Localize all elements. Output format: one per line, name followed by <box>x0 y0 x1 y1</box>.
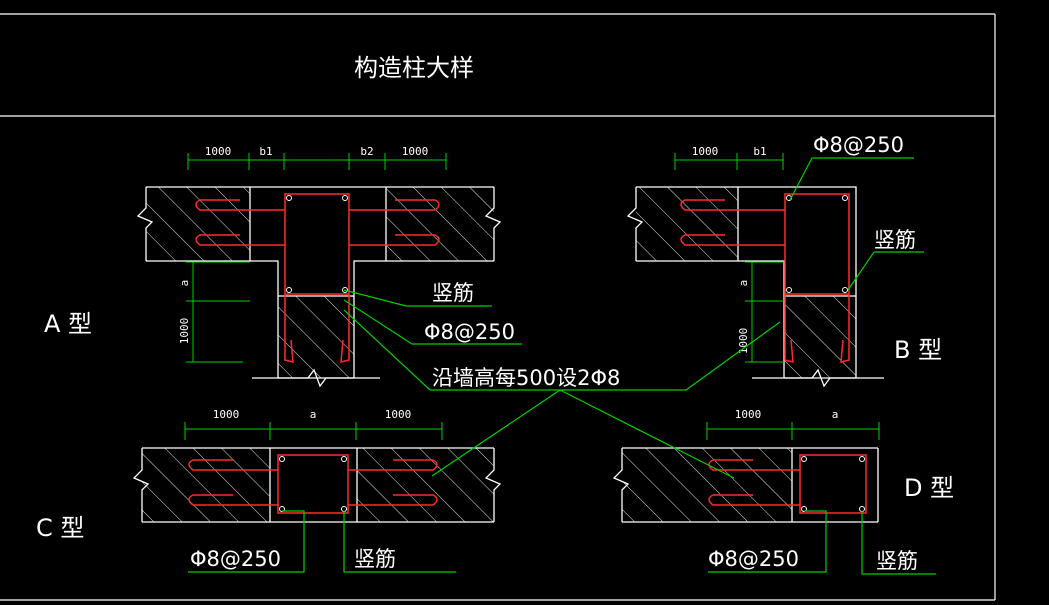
a-bottom-wall-hatch <box>278 296 354 378</box>
d-left-wall-hatch <box>622 448 792 522</box>
d-top-dimensions: 1000 a <box>706 408 880 440</box>
a-right-wall-hatch <box>386 187 494 261</box>
d-vertical-bar-label: 竖筋 <box>876 549 918 573</box>
type-c-detail: 1000 a 1000 C 型 <box>36 408 502 542</box>
a-dim-b2: b2 <box>360 145 373 158</box>
drawing-frame <box>0 13 996 601</box>
b-left-dimensions: a 1000 <box>737 261 784 363</box>
type-a-label: A 型 <box>44 310 92 338</box>
b-dim-1000-vertical: 1000 <box>737 328 750 355</box>
type-b-detail: 1000 b1 a 1000 B 型 <box>626 145 942 388</box>
d-dim-a: a <box>832 408 839 421</box>
b-dim-1000: 1000 <box>692 145 719 158</box>
c-right-wall-hatch <box>357 448 494 522</box>
a-stirrup-label: Φ8@250 <box>424 320 515 344</box>
b-stirrup-label: Φ8@250 <box>813 133 904 157</box>
b-top-dimensions: 1000 b1 <box>674 145 784 170</box>
leader-lines <box>188 157 936 575</box>
a-dim-1000-right: 1000 <box>402 145 429 158</box>
a-vertical-bar-label: 竖筋 <box>432 281 474 305</box>
drawing-title: 构造柱大样 <box>354 54 474 82</box>
a-left-wall-hatch <box>146 187 250 261</box>
c-dim-1000-left: 1000 <box>213 408 240 421</box>
a-column-stirrup <box>284 193 350 295</box>
c-column-stirrup <box>277 454 349 514</box>
b-bottom-wall-hatch <box>784 296 856 378</box>
b-left-wall-hatch <box>636 187 738 261</box>
c-vertical-bar-label: 竖筋 <box>354 547 396 571</box>
c-dim-a: a <box>310 408 317 421</box>
a-dim-a-vertical: a <box>178 280 191 287</box>
d-dim-1000: 1000 <box>735 408 762 421</box>
type-d-label: D 型 <box>904 474 954 502</box>
type-a-detail: 1000 b1 b2 1000 a 1000 A 型 <box>44 145 502 388</box>
a-dim-1000-vertical: 1000 <box>178 318 191 345</box>
a-top-dimensions: 1000 b1 b2 1000 <box>187 145 447 170</box>
type-c-label: C 型 <box>36 514 84 542</box>
b-dim-b1: b1 <box>753 145 766 158</box>
d-column-stirrup <box>799 454 867 514</box>
c-left-wall-hatch <box>142 448 270 522</box>
a-dim-b1: b1 <box>259 145 272 158</box>
b-vertical-bar-label: 竖筋 <box>874 228 916 252</box>
type-b-label: B 型 <box>894 336 942 364</box>
b-dim-a-vertical: a <box>737 280 750 287</box>
type-d-detail: 1000 a D 型 <box>612 408 954 523</box>
b-column-stirrup <box>784 193 850 295</box>
c-dim-1000-right: 1000 <box>385 408 412 421</box>
d-stirrup-label: Φ8@250 <box>708 547 799 571</box>
c-top-dimensions: 1000 a 1000 <box>184 408 443 440</box>
a-left-dimensions: a 1000 <box>178 261 250 363</box>
a-dim-1000-left: 1000 <box>205 145 232 158</box>
c-stirrup-label: Φ8@250 <box>190 547 281 571</box>
wall-tie-label: 沿墙高每500设2Φ8 <box>432 366 620 390</box>
